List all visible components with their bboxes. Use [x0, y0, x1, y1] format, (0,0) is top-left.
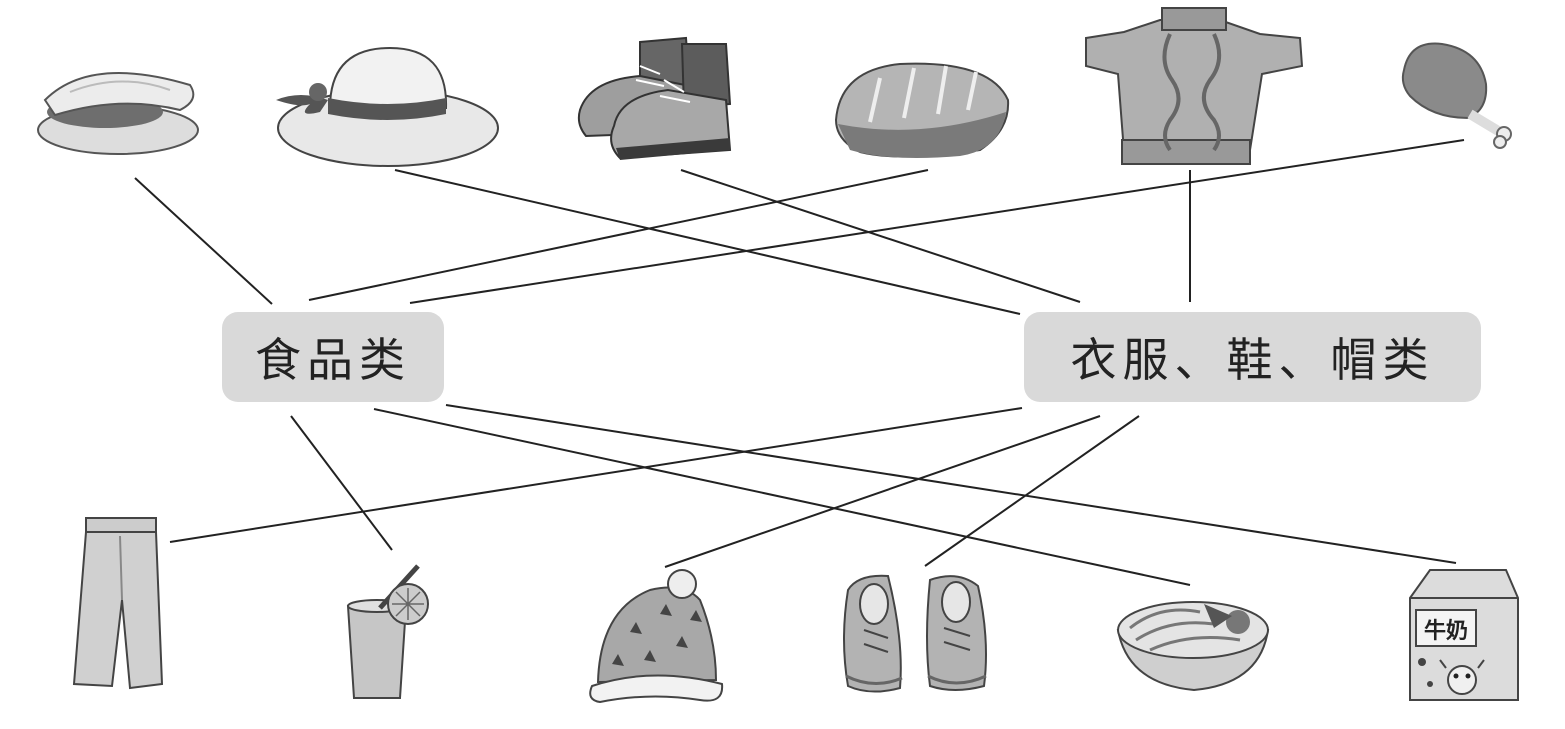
category-food-box: 食品类	[222, 312, 444, 402]
knit-hat-icon	[589, 569, 724, 704]
sun-hat-icon	[276, 46, 499, 167]
connector-sneakers-clothing	[924, 415, 1140, 567]
sweater-icon	[1085, 7, 1304, 165]
connector-juice-food	[290, 415, 393, 551]
milk-carton-label: 牛奶	[1424, 618, 1468, 644]
connector-hat-clothing	[394, 169, 1021, 315]
noodle-bowl-icon	[1116, 601, 1270, 692]
milk-carton-icon: 牛奶	[1409, 569, 1519, 701]
connector-milk-food	[445, 404, 1457, 564]
sandwich-bun-icon	[37, 72, 199, 155]
connector-bread-food	[308, 169, 929, 301]
connector-bun-food	[134, 177, 273, 305]
connector-noodles-food	[373, 408, 1191, 586]
bread-loaf-icon	[834, 62, 1010, 158]
juice-drink-icon	[346, 564, 429, 699]
connector-drumstick-food	[409, 139, 1465, 304]
connector-boots-clothing	[680, 169, 1081, 303]
sneakers-icon	[843, 574, 987, 693]
boots-icon	[577, 36, 732, 160]
connector-knithat-clothing	[664, 415, 1101, 568]
pants-icon	[72, 517, 164, 690]
chicken-drumstick-icon	[1401, 42, 1512, 149]
category-clothing-box: 衣服、鞋、帽类	[1024, 312, 1481, 402]
connector-pants-clothing	[169, 407, 1023, 543]
